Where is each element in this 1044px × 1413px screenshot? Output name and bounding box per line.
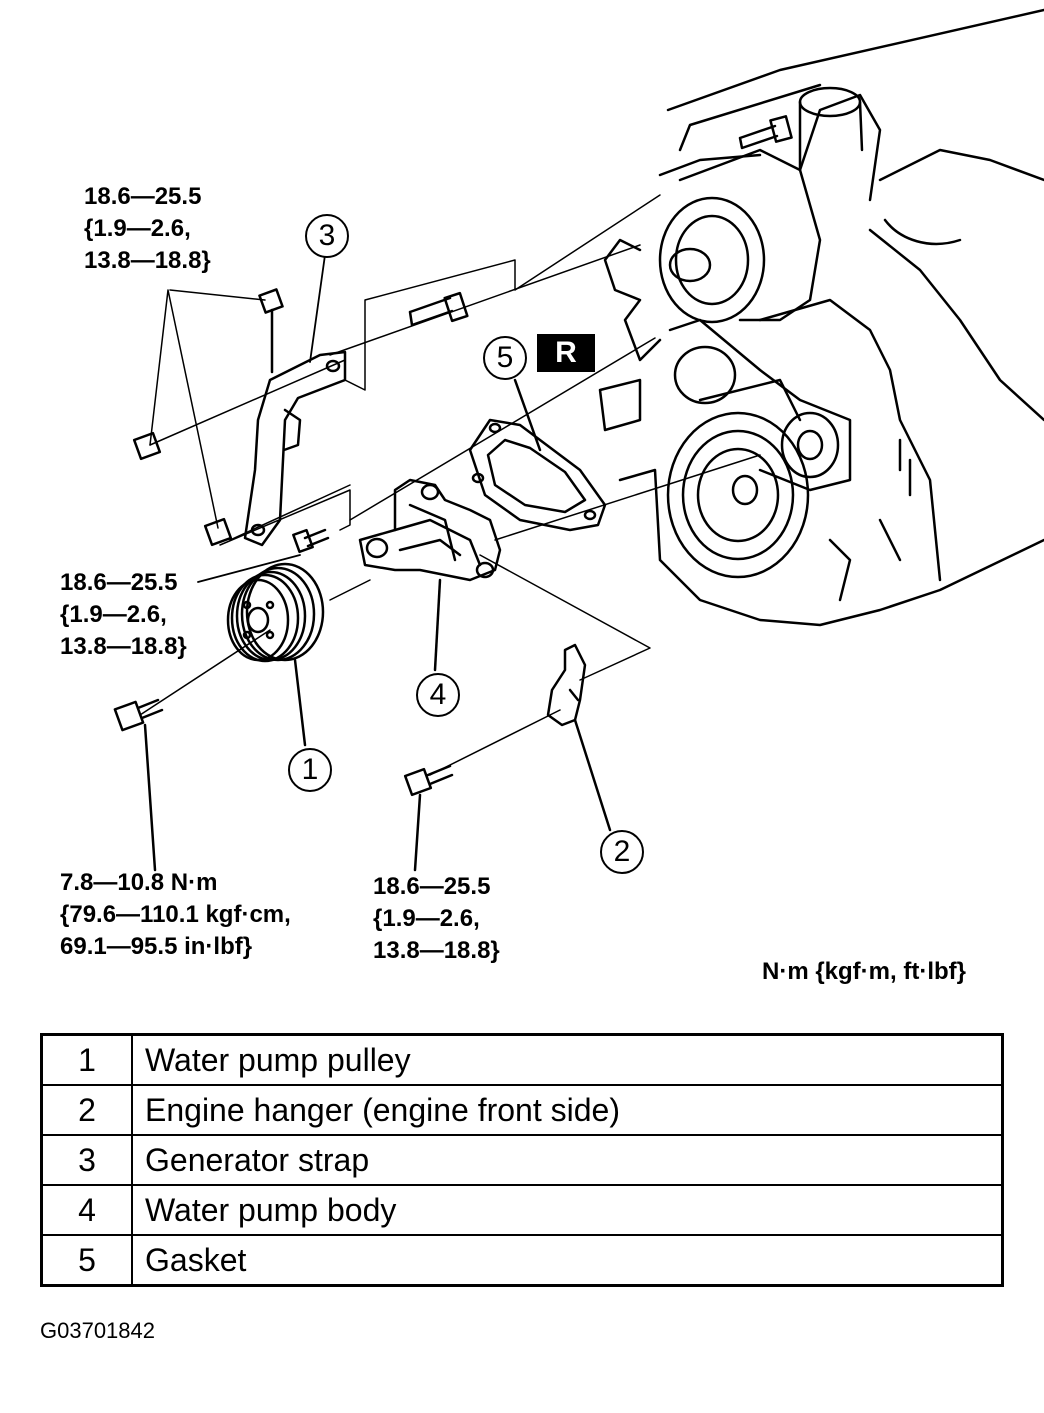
part-name: Water pump body [131,1184,1004,1236]
table-row: 4 Water pump body [40,1184,1004,1236]
torque-line: 18.6—25.5 [84,183,202,210]
torque-line: {79.6—110.1 kgf·cm, [60,901,291,928]
part-number: 5 [40,1234,133,1287]
torque-line: {1.9—2.6, [373,905,480,932]
pulley-bolt [113,698,164,872]
table-row: 1 Water pump pulley [40,1033,1004,1086]
gasket [468,378,607,532]
torque-line: 13.8—18.8} [84,247,211,274]
generator-strap [243,350,347,547]
hanger-bolt [403,764,454,872]
callout-1: 1 [288,748,332,792]
strap-bolts [132,288,469,554]
water-pump-pulley [226,562,325,747]
part-name: Generator strap [131,1134,1004,1186]
table-row: 2 Engine hanger (engine front side) [40,1084,1004,1136]
callout-4: 4 [416,673,460,717]
water-pump-body [358,478,502,672]
torque-line: 18.6—25.5 [60,569,178,596]
torque-spec-generator-strap: 18.6—25.5 {1.9—2.6, 13.8—18.8} [84,181,211,277]
torque-spec-engine-hanger: 18.6—25.5 {1.9—2.6, 13.8—18.8} [373,871,500,967]
torque-spec-pulley: 7.8—10.8 N·m {79.6—110.1 kgf·cm, 69.1—95… [60,867,291,963]
generator-bolt-top [738,115,793,150]
torque-line: {1.9—2.6, [84,215,191,242]
part-name: Gasket [131,1234,1004,1287]
part-number: 1 [40,1033,133,1086]
callout-3: 3 [305,214,349,258]
timing-cover-and-crank-pulley [666,318,902,602]
torque-line: {1.9—2.6, [60,601,167,628]
leader-lines [197,254,326,583]
torque-line: 13.8—18.8} [60,633,187,660]
assembly-guide-lines [139,194,761,776]
generator [658,86,882,324]
replace-mark: R [537,334,595,372]
table-row: 5 Gasket [40,1234,1004,1287]
callout-2: 2 [600,830,644,874]
engine-block [598,8,1044,627]
part-name: Water pump pulley [131,1033,1004,1086]
figure-id: G03701842 [40,1318,155,1343]
parts-legend-table: 1 Water pump pulley 2 Engine hanger (eng… [40,1033,1004,1287]
part-number: 2 [40,1084,133,1136]
torque-line: 18.6—25.5 [373,873,491,900]
units-note: N·m {kgf·m, ft·lbf} [762,958,966,985]
table-row: 3 Generator strap [40,1134,1004,1186]
callout-5: 5 [483,336,527,380]
exploded-view-drawing [113,8,1044,872]
torque-line: 13.8—18.8} [373,937,500,964]
torque-line: 69.1—95.5 in·lbf} [60,933,253,960]
torque-spec-water-pump-body: 18.6—25.5 {1.9—2.6, 13.8—18.8} [60,567,187,663]
torque-line: 7.8—10.8 N·m [60,869,218,896]
part-number: 3 [40,1134,133,1186]
engine-hanger [546,643,612,832]
part-number: 4 [40,1184,133,1236]
part-name: Engine hanger (engine front side) [131,1084,1004,1136]
